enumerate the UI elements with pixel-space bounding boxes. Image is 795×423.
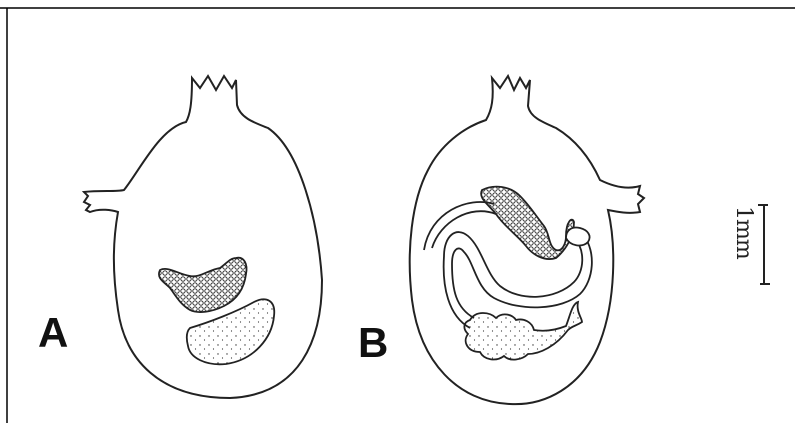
specimen-a — [84, 76, 322, 398]
specimen-b — [410, 76, 644, 404]
specimen-b-stomach — [464, 302, 582, 360]
scale-bar — [758, 205, 770, 284]
specimen-a-gland — [159, 258, 247, 312]
scale-bar-label: 1mm — [728, 206, 756, 276]
specimen-b-gland — [481, 187, 574, 259]
panel-label-b: B — [358, 322, 388, 364]
specimen-b-funnel — [566, 227, 590, 245]
panel-label-a: A — [38, 312, 68, 354]
